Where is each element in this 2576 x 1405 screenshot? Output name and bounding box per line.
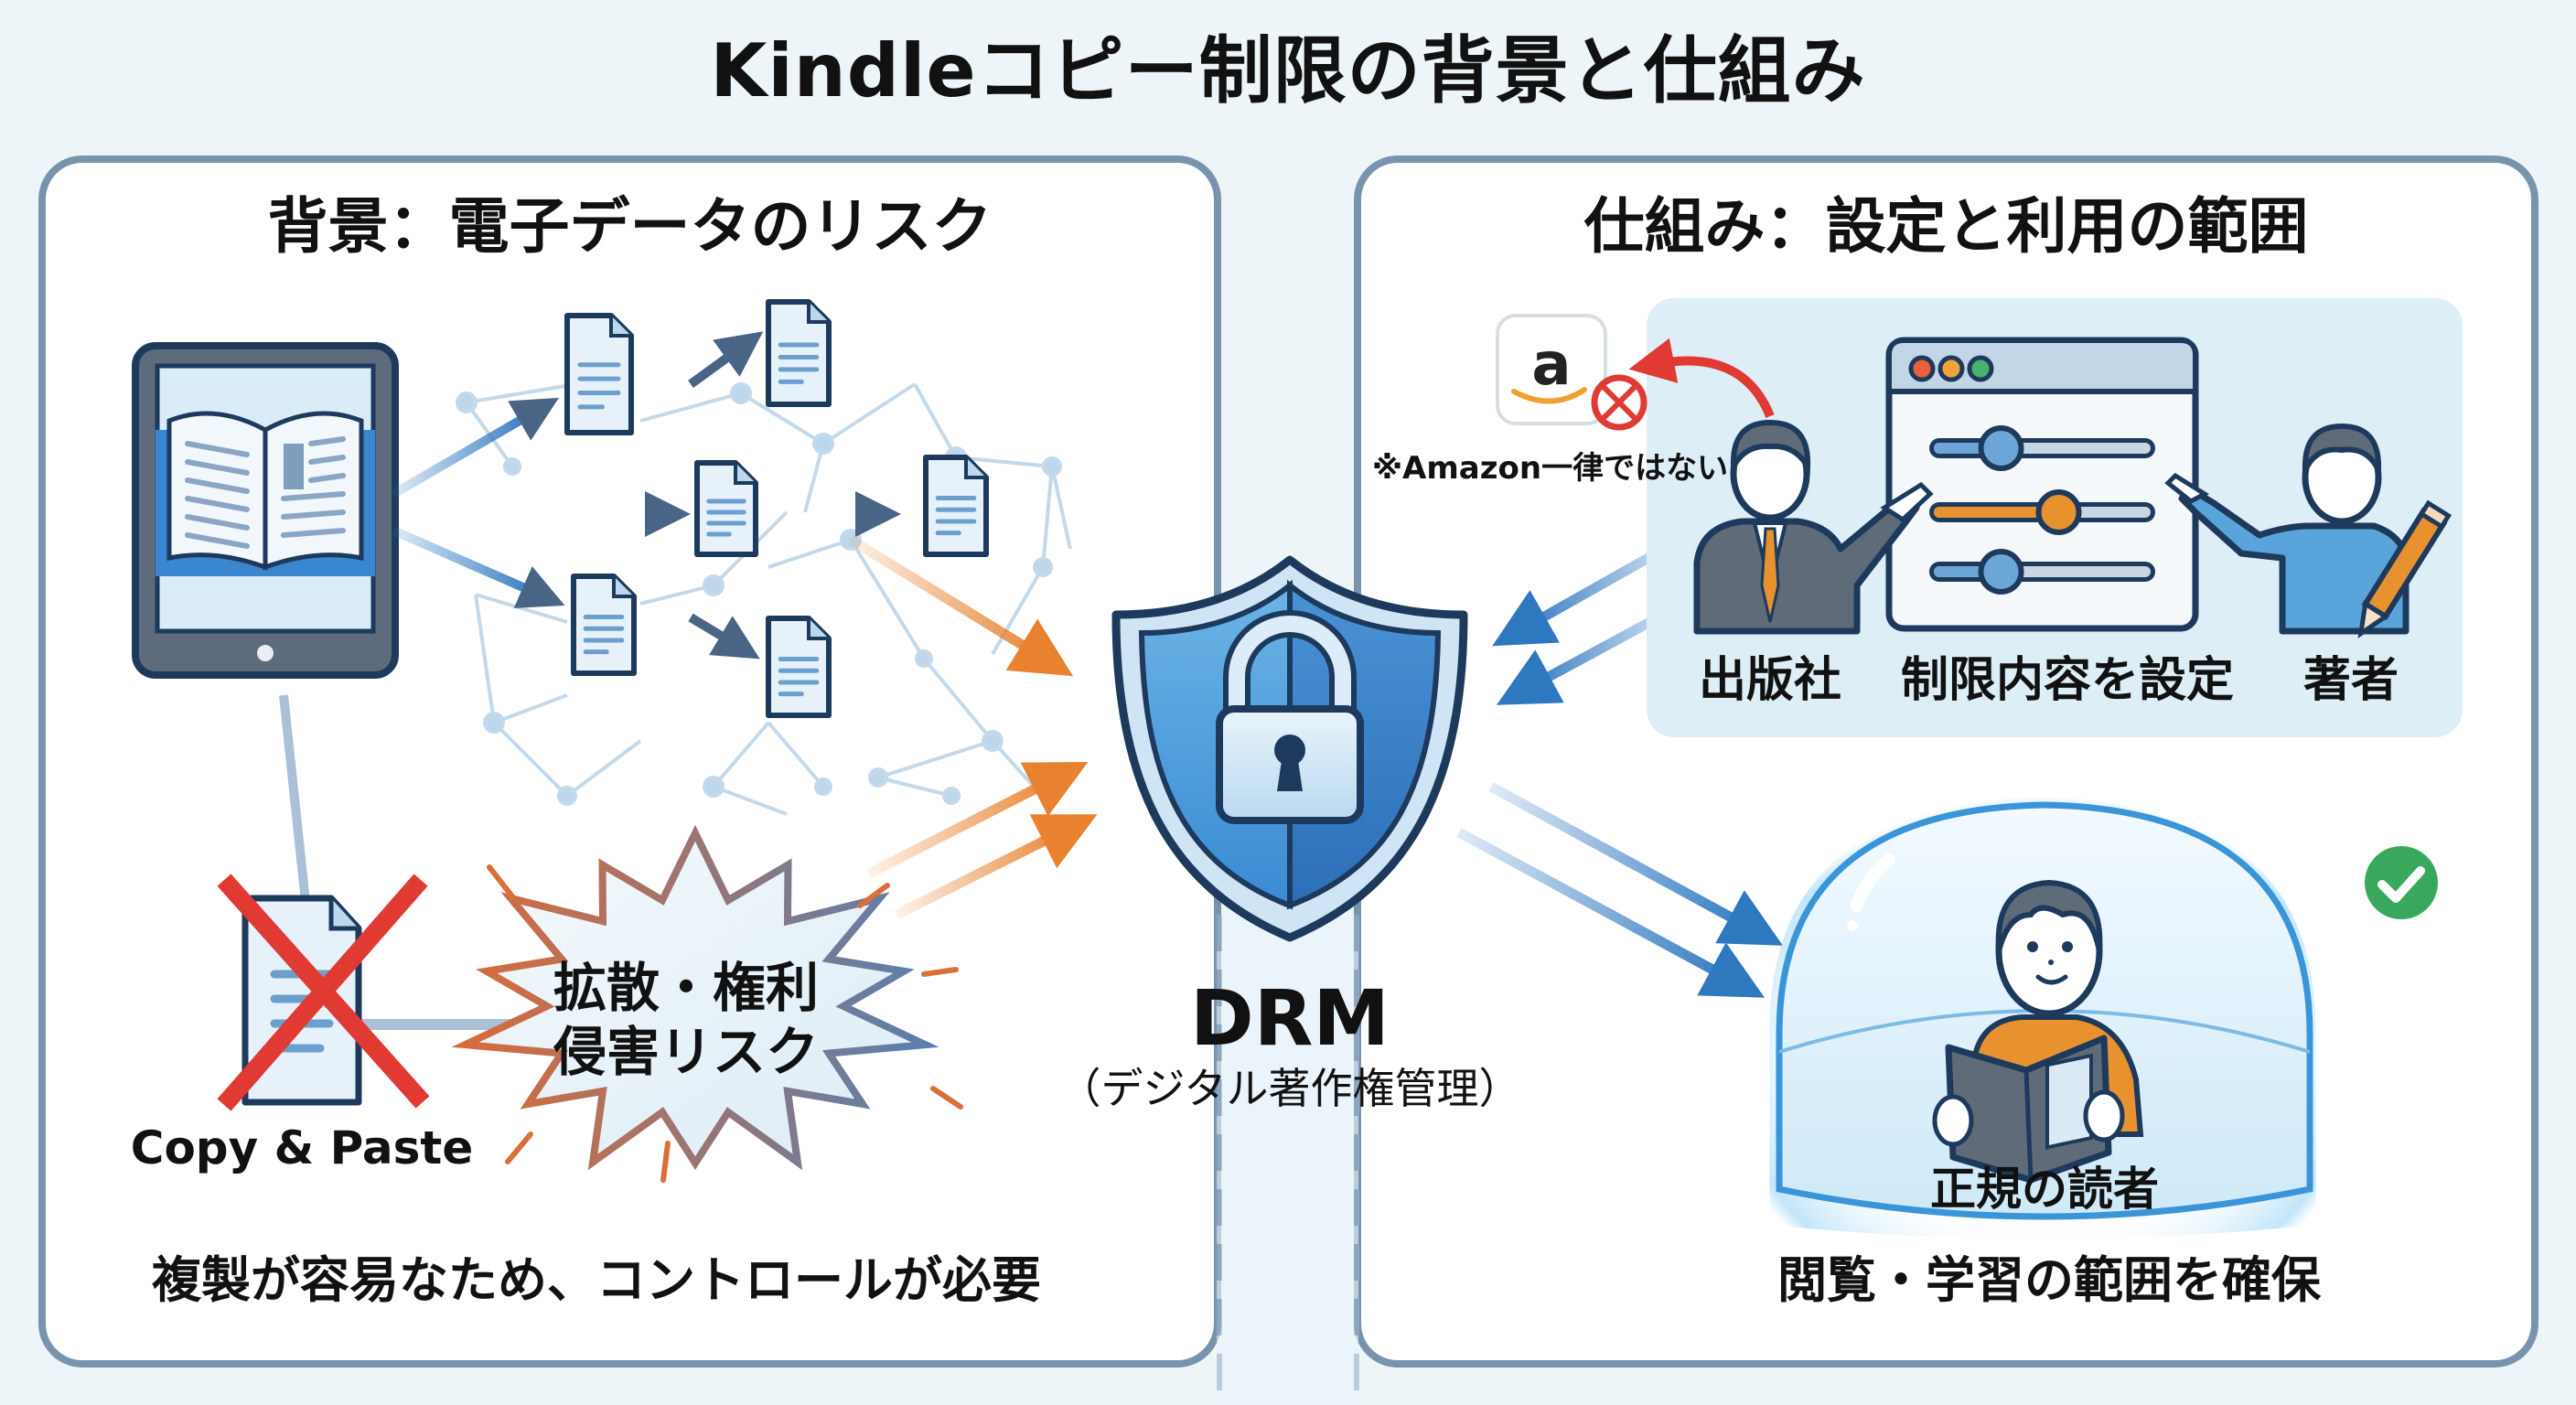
document-icon — [923, 455, 989, 557]
drm-label: DRM — [1190, 973, 1390, 1063]
reader-label: 正規の読者 — [1930, 1163, 2159, 1216]
slider-1-knob[interactable] — [1978, 425, 2024, 471]
page-title: Kindleコピー制限の背景と仕組み — [710, 28, 1866, 113]
not-allowed-icon — [1591, 374, 1648, 431]
amazon-note: ※Amazon一律ではない — [1372, 450, 1729, 487]
risk-label-line1: 拡散・権利 — [553, 957, 819, 1019]
red-return-arrow — [1628, 338, 1775, 418]
setting-label: 制限内容を設定 — [1900, 653, 2234, 708]
publisher-figure — [1693, 419, 1934, 635]
starburst-warning — [451, 824, 963, 1183]
background-caption: 複製が容易なため、コントロールが必要 — [152, 1251, 1041, 1309]
slider-1[interactable] — [1929, 425, 2155, 471]
risk-label-line2: 侵害リスク — [553, 1021, 819, 1083]
drm-sublabel: （デジタル著作権管理） — [1058, 1064, 1521, 1113]
risk-arrows — [848, 535, 1098, 919]
copy-paste-label: Copy & Paste — [130, 1121, 474, 1174]
author-label: 著者 — [2302, 653, 2399, 708]
window-minimize-dot — [1937, 355, 1965, 382]
reader-figure — [1932, 879, 2144, 1184]
amazon-logo-icon: a — [1496, 314, 1607, 425]
copy-paste-blocked-icon — [217, 874, 430, 1111]
document-icon — [766, 299, 832, 407]
window-maximize-dot — [1967, 355, 1994, 382]
mechanism-heading: 仕組み：設定と利用の範囲 — [1583, 191, 2309, 262]
slider-2[interactable] — [1929, 489, 2155, 535]
drm-to-reader-arrows — [1456, 782, 1783, 998]
document-icon — [571, 574, 637, 676]
tablet-link-line — [279, 694, 311, 911]
center-divider — [1217, 915, 1359, 1405]
publisher-label: 出版社 — [1698, 653, 1841, 708]
document-icons — [564, 299, 989, 718]
author-figure — [2164, 423, 2453, 638]
tablet-ebook-icon — [132, 342, 399, 679]
background-heading: 背景：電子データのリスク — [267, 191, 993, 262]
slider-3[interactable] — [1929, 549, 2155, 595]
slider-2-knob[interactable] — [2035, 489, 2082, 535]
window-close-dot — [1908, 355, 1936, 382]
slider-3-knob[interactable] — [1978, 549, 2024, 595]
svg-text:a: a — [1531, 331, 1571, 399]
copy-arrows — [391, 331, 901, 660]
settings-window — [1885, 337, 2199, 632]
cross-icon — [217, 874, 430, 1111]
shield-lock-icon — [1111, 555, 1468, 942]
risk-label: 拡散・権利 侵害リスク — [512, 956, 860, 1084]
check-icon — [2365, 846, 2438, 919]
document-icon — [766, 616, 832, 718]
mechanism-caption: 閲覧・学習の範囲を確保 — [1777, 1251, 2321, 1309]
network-graph — [456, 382, 1072, 816]
document-icon — [694, 460, 758, 557]
document-icon — [564, 313, 634, 435]
